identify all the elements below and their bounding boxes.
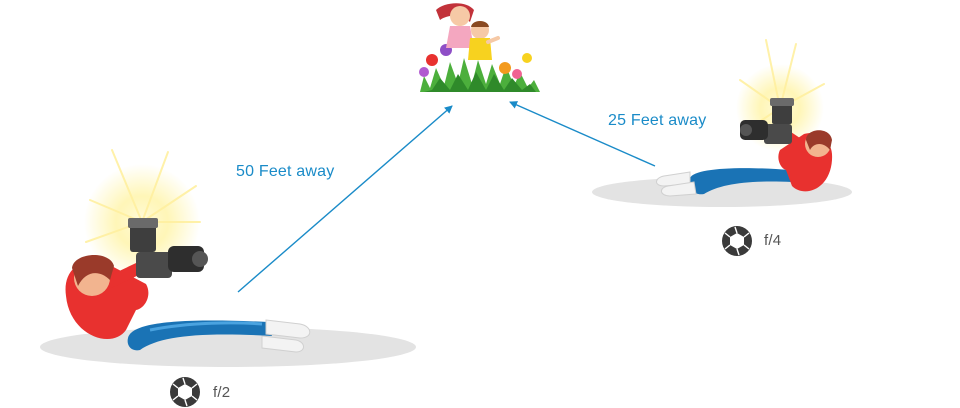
right-distance-arrow — [509, 101, 656, 167]
flower-orange — [499, 62, 511, 74]
right-flash-head — [770, 98, 794, 106]
left-lens-glass — [192, 251, 208, 267]
flower-violet — [419, 67, 429, 77]
boy-arm — [486, 36, 500, 44]
subject-illustration — [419, 3, 540, 92]
left-distance-arrow — [237, 105, 453, 293]
aperture-icon — [722, 226, 752, 256]
right-flash-unit — [772, 102, 792, 124]
girl-head — [450, 6, 470, 26]
grass-dark — [424, 72, 536, 92]
left-shoe-1 — [265, 319, 311, 339]
left-photographer — [40, 149, 416, 367]
left-shoe-2 — [261, 335, 304, 353]
right-distance-label: 25 Feet away — [608, 112, 707, 129]
right-photographer — [592, 39, 852, 207]
left-camera-lens — [168, 246, 204, 272]
right-jeans — [689, 168, 792, 195]
girl-body — [446, 26, 474, 48]
left-flash-head — [128, 218, 158, 228]
boy-hair — [471, 21, 489, 27]
aperture-icon — [170, 377, 200, 407]
flower-yellow — [522, 53, 532, 63]
right-hair — [806, 130, 832, 150]
right-aperture-label: f/4 — [764, 232, 782, 249]
right-shoe-1 — [656, 171, 691, 187]
flower-pink — [512, 69, 522, 79]
right-shoe-2 — [661, 181, 697, 197]
boy-body — [468, 38, 492, 60]
flower-red — [426, 54, 438, 66]
left-jeans-highlight — [149, 321, 263, 332]
left-distance-label: 50 Feet away — [236, 163, 335, 180]
right-lens-glass — [740, 124, 752, 136]
left-aperture-label: f/2 — [213, 384, 231, 401]
left-flash-unit — [130, 224, 156, 252]
left-camera-body — [136, 252, 172, 278]
left-hair — [72, 254, 114, 286]
right-camera-body — [764, 124, 792, 144]
